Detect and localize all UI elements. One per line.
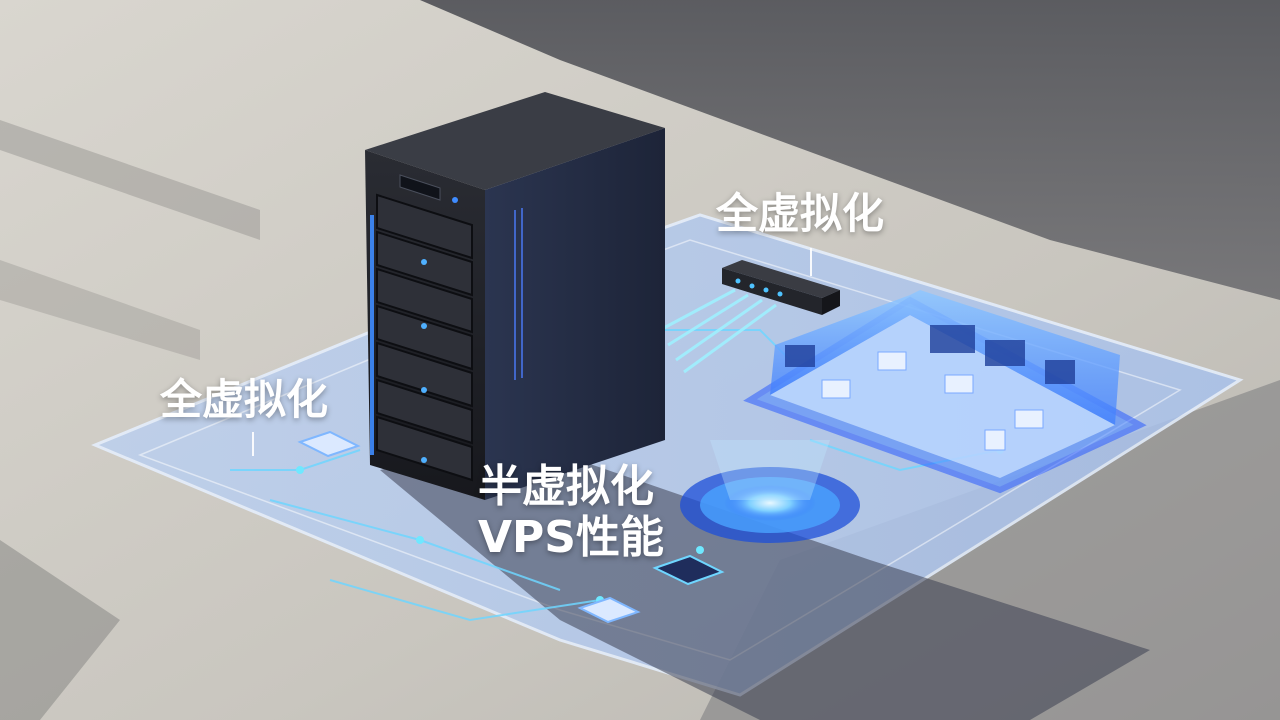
label-pin-left — [252, 432, 254, 456]
para-virtualization-label: 半虚拟化 VPS性能 — [478, 461, 664, 563]
para-virtualization-line: 半虚拟化 — [478, 461, 654, 512]
full-virtualization-label-left: 全虚拟化 — [160, 375, 329, 424]
full-virtualization-label-top: 全虚拟化 — [716, 189, 885, 238]
label-pin-top-right — [810, 248, 812, 276]
chip-icon — [297, 430, 725, 624]
vps-performance-line: VPS性能 — [478, 511, 664, 563]
hologram-pedestal-icon — [680, 440, 860, 543]
hologram-room-icon — [743, 290, 1147, 494]
wall-shadow — [250, 0, 1280, 300]
network-switch-icon — [722, 260, 840, 315]
server-tower-icon — [365, 92, 665, 500]
